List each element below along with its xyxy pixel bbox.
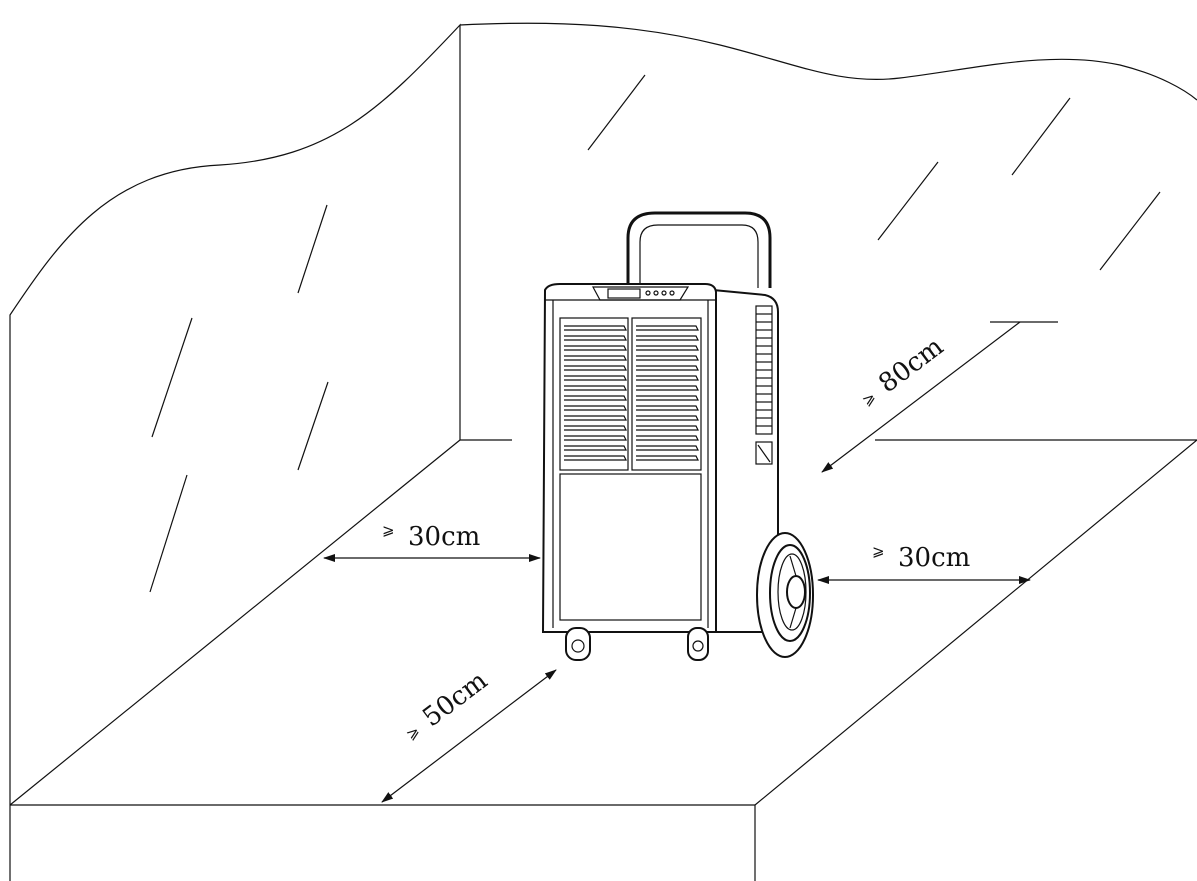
drain-port: [755, 441, 773, 465]
floor-right-edge: [754, 439, 1197, 806]
clearance-right-value: 30cm: [898, 543, 970, 573]
left-wall-outline: [9, 23, 461, 805]
front-air-grille: [559, 317, 702, 471]
control-button: [645, 290, 651, 296]
wall-reflection-strokes: [149, 74, 1161, 593]
front-caster-right: [687, 627, 709, 661]
clearance-rear-symbol: ⩾: [858, 388, 879, 410]
room: [9, 22, 1197, 881]
back-wall-top-edge: [459, 22, 1197, 101]
display-screen: [607, 288, 641, 299]
control-button: [653, 290, 659, 296]
floor-left-edge: [9, 439, 461, 806]
front-panel: [541, 283, 717, 633]
water-tank-panel: [559, 473, 702, 621]
rear-wheel: [756, 532, 814, 658]
clearance-front-symbol: ⩾: [402, 722, 423, 744]
clearance-left-symbol: ⩾: [382, 521, 395, 539]
control-panel: [591, 286, 690, 301]
clearance-front: ⩾ 50cm: [381, 666, 557, 803]
front-caster-left: [565, 627, 591, 661]
control-button: [669, 290, 675, 296]
handle: [626, 211, 772, 288]
dehumidifier-unit: [541, 211, 814, 661]
clearance-left-value: 30cm: [408, 522, 480, 552]
clearance-right: ⩾ 30cm: [817, 542, 1031, 584]
side-vent-slats: [756, 313, 772, 427]
clearance-right-symbol: ⩾: [872, 542, 885, 560]
clearance-left: ⩾ 30cm: [323, 521, 541, 562]
control-button: [661, 290, 667, 296]
clearance-rear-value: 80cm: [873, 332, 949, 399]
clearance-front-value: 50cm: [417, 666, 493, 733]
clearance-rear: ⩾ 80cm: [821, 321, 1058, 473]
